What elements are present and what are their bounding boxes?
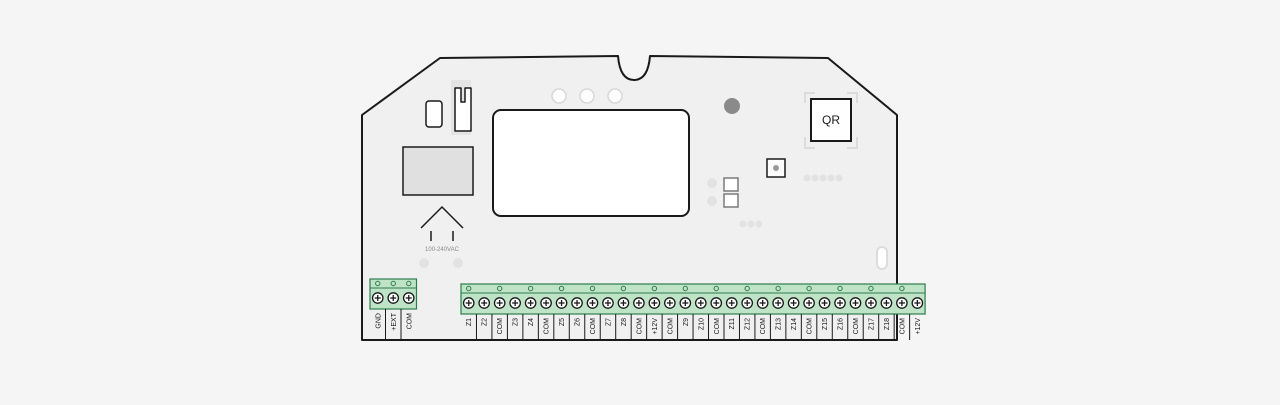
qr-label: QR — [822, 113, 840, 127]
main-terminal-label: Z10 — [698, 318, 705, 330]
transformer-block — [402, 146, 474, 196]
pad-row-mid — [739, 220, 763, 228]
main-terminal-hole — [868, 285, 874, 292]
left-terminal-label: GND — [375, 313, 382, 329]
main-terminal-label: Z15 — [822, 318, 829, 330]
main-terminal-hole — [651, 285, 658, 292]
main-terminal-label: Z12 — [745, 318, 752, 330]
main-terminal-label: Z11 — [729, 318, 736, 330]
mount-dot-left — [419, 258, 429, 268]
main-terminal-label: Z13 — [776, 318, 783, 330]
mount-dot-right — [453, 258, 463, 268]
left-terminal-label: +EXT — [391, 312, 398, 330]
qr-corner-tr — [847, 92, 858, 103]
switch-bottom — [723, 193, 739, 208]
main-terminal-hole — [496, 285, 503, 292]
display-panel — [492, 109, 690, 217]
main-terminal-label: +12V — [915, 318, 922, 335]
main-terminal-hole — [775, 285, 781, 292]
main-terminal-label: Z17 — [868, 318, 875, 330]
switch-top — [723, 177, 739, 192]
main-terminal-label: Z5 — [559, 318, 566, 326]
qr-corner-br — [847, 137, 858, 149]
left-terminal-hole — [375, 280, 381, 287]
main-terminal-label: COM — [590, 318, 597, 335]
main-terminal-hole — [527, 285, 534, 292]
main-terminal-body — [460, 283, 926, 315]
main-terminal-label: COM — [760, 318, 767, 335]
main-terminal-label: COM — [853, 318, 860, 335]
main-terminal-label: COM — [667, 318, 674, 335]
main-terminal-hole — [713, 285, 719, 292]
main-terminal-label: Z4 — [528, 318, 535, 326]
left-terminal-hole — [390, 280, 396, 287]
left-terminal-hole — [406, 280, 412, 287]
main-terminal-hole — [620, 285, 627, 292]
fuse-icon — [425, 100, 443, 128]
main-terminal-label: Z16 — [838, 318, 845, 330]
mounting-slot — [876, 246, 888, 270]
led-2 — [579, 88, 595, 104]
main-terminal-label: Z1 — [466, 318, 473, 326]
qr-corner-tl — [804, 92, 815, 103]
indicator-dot — [724, 98, 740, 114]
main-terminal-block: Z1 Z2 COM Z3 Z4 COM Z5 Z6 COM Z7 Z8 COM +12V COM Z9 Z10… — [460, 283, 926, 340]
pad-dot-upper — [707, 178, 717, 188]
main-terminal-label: Z8 — [621, 318, 628, 326]
main-terminal-label: COM — [544, 318, 551, 335]
main-terminal-label: COM — [497, 318, 504, 335]
main-terminal-label: COM — [899, 318, 906, 335]
main-terminal-label: Z7 — [605, 318, 612, 326]
main-terminal-label: Z18 — [884, 318, 891, 330]
main-terminal-hole — [744, 285, 750, 292]
main-terminal-hole — [682, 285, 689, 292]
main-terminal-hole — [558, 285, 565, 292]
main-terminal-hole — [589, 285, 596, 292]
voltage-label: 100-240VAC — [425, 247, 460, 253]
main-terminal-label: Z14 — [791, 318, 798, 330]
tamper-button-center — [773, 165, 779, 171]
main-terminal-label: Z2 — [482, 318, 489, 326]
led-3 — [607, 88, 623, 104]
left-terminal-label: COM — [406, 313, 413, 330]
main-terminal-hole — [837, 285, 843, 292]
main-terminal-label: Z6 — [575, 318, 582, 326]
left-terminal-block: GND +EXT COM — [369, 278, 418, 340]
pad-dot-lower — [707, 196, 717, 206]
main-terminal-label: Z9 — [683, 318, 690, 326]
qr-corner-bl — [804, 137, 815, 149]
main-terminal-label: +12V — [652, 318, 659, 335]
pad-row-right — [803, 174, 843, 182]
main-terminal-label: COM — [636, 318, 643, 335]
main-terminal-label: COM — [714, 318, 721, 335]
power-input-icon — [420, 205, 464, 229]
main-terminal-label: COM — [807, 318, 814, 335]
main-terminal-label: Z3 — [513, 318, 520, 326]
main-terminal-hole — [466, 285, 472, 292]
jumper-icon — [454, 87, 472, 132]
main-terminal-hole — [899, 285, 905, 292]
led-1 — [551, 88, 567, 104]
main-terminal-hole — [806, 285, 812, 292]
qr-code-icon — [810, 98, 852, 142]
